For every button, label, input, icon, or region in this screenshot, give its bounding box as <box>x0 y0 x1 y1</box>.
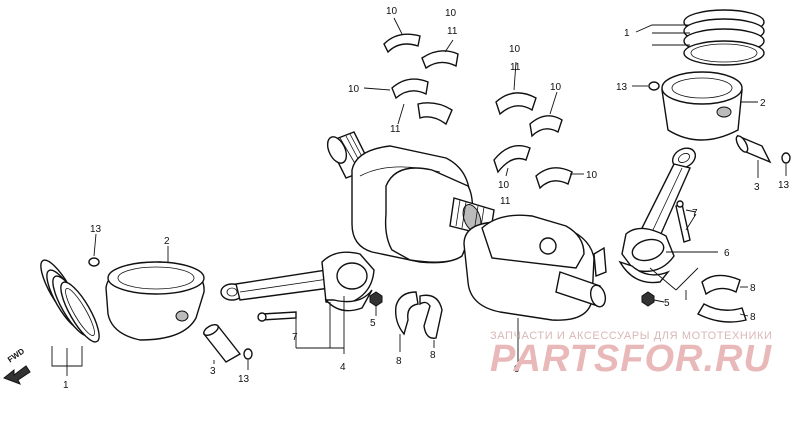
watermark-logo: PARTSFOR.RU <box>490 338 772 380</box>
connecting-rod-left[interactable] <box>220 251 375 312</box>
label-13-left: 13 <box>90 224 102 235</box>
label-10-b: 10 <box>445 8 457 19</box>
circlip-13-left-b[interactable] <box>243 348 253 360</box>
connecting-rod-right[interactable] <box>618 144 699 284</box>
bearing-shells-top[interactable] <box>383 33 573 190</box>
label-3-right: 3 <box>754 182 760 193</box>
label-13-left-b: 13 <box>238 374 250 385</box>
label-5-left: 5 <box>370 318 376 329</box>
label-2-left: 2 <box>164 236 170 247</box>
label-5-right: 5 <box>664 298 670 309</box>
nut-5-right[interactable] <box>641 291 655 307</box>
label-13-top: 13 <box>616 82 628 93</box>
label-7-right: 7 <box>692 208 698 219</box>
piston-left[interactable] <box>105 261 205 341</box>
label-8-r2: 8 <box>750 312 756 323</box>
label-11-c: 11 <box>390 124 401 135</box>
rod-bolt-left[interactable] <box>257 311 297 322</box>
label-2-top: 2 <box>760 98 766 109</box>
label-10-e: 10 <box>550 82 562 93</box>
label-4-left: 4 <box>340 362 346 373</box>
label-6-right: 6 <box>724 248 730 259</box>
label-9-crank: 9 <box>514 364 520 375</box>
piston-right[interactable] <box>661 71 743 141</box>
circlip-13-top[interactable] <box>648 81 660 91</box>
label-11-g: 11 <box>500 196 511 207</box>
circlip-13-right[interactable] <box>781 152 791 164</box>
label-10-c: 10 <box>348 84 360 95</box>
label-10-d: 10 <box>509 44 521 55</box>
label-10-a: 10 <box>386 6 398 17</box>
fwd-arrow-icon <box>3 365 31 385</box>
watermark-subtitle: ЗАПЧАСТИ И АКСЕССУАРЫ ДЛЯ МОТОТЕХНИКИ <box>490 330 773 342</box>
nut-5-left[interactable] <box>369 291 383 307</box>
piston-rings-right[interactable] <box>683 9 765 66</box>
rod-bolt-right[interactable] <box>675 200 691 243</box>
bearing-shells-right[interactable] <box>697 274 747 323</box>
crankshaft[interactable] <box>324 131 608 321</box>
label-8-l1: 8 <box>396 356 402 367</box>
label-7-left: 7 <box>292 332 298 343</box>
piston-pin-left[interactable] <box>202 323 242 363</box>
circlip-13-left[interactable] <box>88 257 100 267</box>
label-1-top: 1 <box>624 28 630 39</box>
label-10-g: 10 <box>498 180 510 191</box>
piston-rings-left[interactable] <box>34 256 105 347</box>
label-11-b: 11 <box>447 26 458 37</box>
label-8-r1: 8 <box>750 283 756 294</box>
label-3-left: 3 <box>210 366 216 377</box>
label-1-left: 1 <box>63 380 69 391</box>
label-11-d: 11 <box>510 62 521 73</box>
label-8-l2: 8 <box>430 350 436 361</box>
bearing-shells-left[interactable] <box>394 291 443 339</box>
piston-pin-right[interactable] <box>734 134 772 164</box>
label-13-right: 13 <box>778 180 790 191</box>
label-10-f: 10 <box>586 170 598 181</box>
